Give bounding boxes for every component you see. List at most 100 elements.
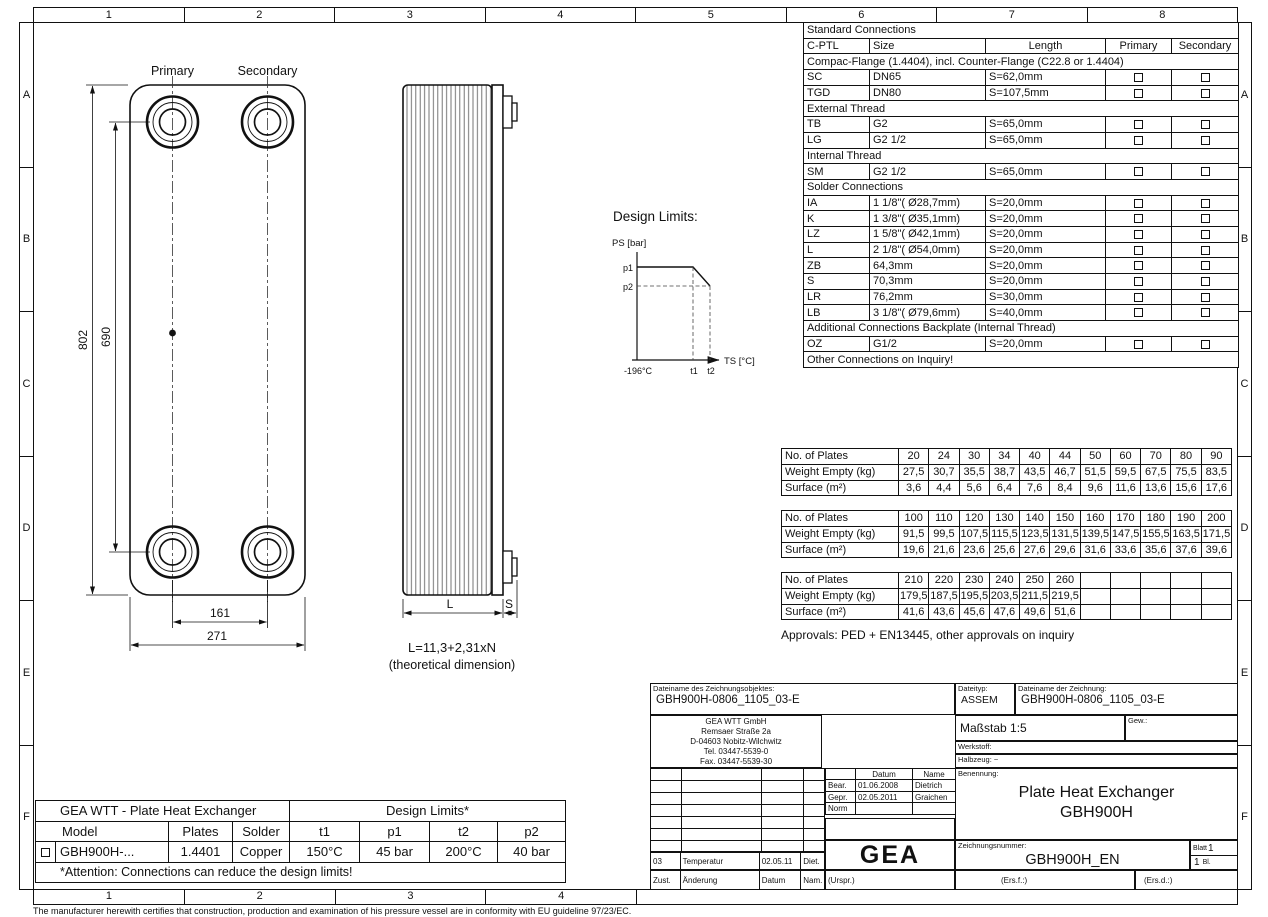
plates-cell [1200,572,1233,589]
secondary-checkbox [1200,261,1210,271]
col-header-secondary: Secondary [1171,37,1239,55]
secondary-checkbox-cell [1171,163,1239,180]
internal-thread-rows: SM G2 1/2 S=65,0mm [803,163,1239,180]
company-address-line: GEA WTT GmbH [705,716,767,726]
secondary-checkbox [1200,292,1210,302]
connection-code: IA [803,194,870,212]
primary-checkbox [1134,308,1143,318]
t2-value: 200°C [429,841,499,863]
model-table-title-row: GEA WTT - Plate Heat Exchanger Design Li… [34,800,567,822]
weight-cell: 171,5 [1200,525,1233,543]
col-header-cptl: C-PTL [803,37,870,55]
zone-column-label: 7 [936,8,1087,22]
p2-value: 40 bar [497,841,567,863]
drawing-number-label: Zeichnungsnummer: [958,841,1027,850]
primary-checkbox [1134,245,1143,255]
secondary-checkbox-cell [1171,210,1239,227]
surface-cell [1079,603,1111,621]
connection-code: TGD [803,84,870,102]
end-plate [491,84,504,596]
approval-role: Norm [825,802,856,815]
chart-t2-label: t2 [707,366,715,376]
company-address-line: Remsaer Straße 2a [701,726,771,736]
benennung-cell: Benennung: Plate Heat Exchanger GBH900H [955,768,1238,840]
revision-name: Diet. [803,856,820,866]
connection-length: S=20,0mm [985,194,1106,212]
weight-cell: 99,5 [928,525,960,543]
weight-cell: 91,5 [897,525,930,543]
secondary-checkbox-cell [1171,194,1239,212]
plates-cell: 80 [1170,448,1202,465]
connection-length: S=65,0mm [985,116,1106,133]
plates-cell: 24 [928,448,960,465]
length-formula-note: (theoretical dimension) [389,658,515,672]
plates-cell: 130 [988,510,1021,527]
plates-cell: 210 [897,572,930,589]
primary-checkbox [1134,292,1143,302]
primary-checkbox-cell [1105,131,1172,149]
secondary-checkbox-cell [1171,116,1239,133]
connection-row: K 1 3/8"( Ø35,1mm) S=20,0mm [803,210,1239,227]
connection-row: SC DN65 S=62,0mm [803,69,1239,86]
primary-checkbox-cell [1105,304,1172,322]
approval-header-name: Name [912,767,956,781]
weight-cell: 35,5 [958,463,990,481]
connection-length: S=30,0mm [985,288,1106,306]
secondary-checkbox-cell [1171,288,1239,306]
front-view-dimensions [86,84,306,651]
secondary-checkbox-cell [1171,84,1239,102]
certification-note: The manufacturer herewith certifies that… [33,906,632,916]
connection-size: DN80 [869,84,986,102]
semi-finished-cell: Halbzeug: ~ [955,754,1238,768]
plates-cell: 44 [1049,448,1081,465]
secondary-checkbox [1200,229,1210,239]
dim-overall-height: 802 [76,330,90,350]
connection-row: TGD DN80 S=107,5mm [803,84,1239,102]
surface-cell: 6,4 [988,479,1021,497]
model-table-title: GEA WTT - Plate Heat Exchanger [34,800,291,822]
connections-header-row: C-PTL Size Length Primary Secondary [803,37,1239,55]
approval-row: Gepr. 02.05.2011 Graichen [825,790,956,804]
revision-header-row: Zust. Änderung Datum Nam. [650,870,825,890]
external-thread-rows: TB G2 S=65,0mm LG G2 1/2 S=65,0mm [803,116,1239,149]
revision-header-date: Datum [760,871,802,889]
secondary-port-label: Secondary [238,64,299,78]
plates-cell: No. of Plates [781,572,899,589]
surface-cell: Surface (m²) [781,541,899,559]
col-header-length: Length [985,37,1106,55]
drawing-number-cell: Zeichnungsnummer: GBH900H_EN [955,840,1190,870]
connection-size: G2 1/2 [869,163,986,180]
surface-cell: 41,6 [897,603,930,621]
primary-checkbox [1134,73,1143,82]
sheet-info-cell: Blatt 1 1 Bl. [1190,840,1238,870]
surface-cell: 43,6 [928,603,960,621]
secondary-checkbox [1200,308,1210,318]
connection-row: S 70,3mm S=20,0mm [803,273,1239,290]
plates-cell: 190 [1170,510,1202,527]
approval-table: Datum Name Bear. 01.06.2008 Dietrich Gep… [825,767,956,815]
zone-column-label: 6 [785,8,937,22]
connection-length: S=62,0mm [985,69,1106,86]
plates-cell: 60 [1109,448,1142,465]
sheet-label: Blatt [1193,844,1208,852]
col-header-plates: Plates [168,820,233,842]
plate-outline [129,84,306,596]
weight-cell: 179,5 [897,587,930,605]
weight-cell: 46,7 [1049,463,1081,481]
primary-checkbox-cell [1105,241,1172,259]
side-view [402,84,518,618]
file-drawing-label: Dateiname der Zeichnung: [1018,684,1107,693]
sheet-total: 1 [1194,857,1200,868]
connection-row: IA 1 1/8"( Ø28,7mm) S=20,0mm [803,194,1239,212]
plates-cell: 120 [958,510,990,527]
weight-cell: Gew.: [1125,715,1238,741]
p1-value: 45 bar [359,841,431,863]
primary-checkbox-cell [1105,273,1172,290]
model-value: GBH900H-... [55,841,169,863]
secondary-checkbox-cell [1171,225,1239,243]
port-top-right [240,95,295,149]
weight-cell: Weight Empty (kg) [781,587,899,605]
